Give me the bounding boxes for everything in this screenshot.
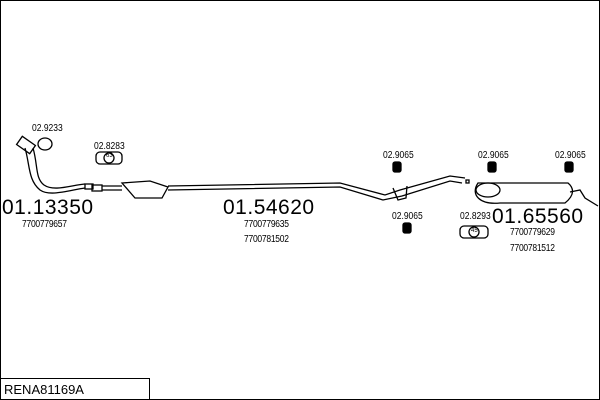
part-number: 01.65560: [492, 205, 584, 228]
clamp-icon: [95, 151, 123, 165]
rear-clamp-icon: [459, 225, 489, 239]
part-number: 01.13350: [2, 196, 94, 219]
diagram-code: RENA81169A: [0, 378, 150, 399]
gasket-icon: [37, 137, 53, 151]
hanger-icons: [392, 161, 574, 234]
part-ref: 7700781502: [244, 234, 289, 245]
hanger-2-number: 02.9065: [478, 150, 509, 161]
rear-silencer: [465, 179, 599, 207]
middle-pipe: [91, 175, 466, 201]
clamp-rear-size: 45: [471, 228, 478, 234]
part-number: 01.54620: [223, 196, 315, 219]
part-ref: 7700779657: [22, 219, 67, 230]
part-ref: 7700781512: [510, 243, 555, 254]
front-pipe: [15, 135, 94, 194]
part-ref: 7700779635: [244, 219, 289, 230]
clamp-front-size: 63: [106, 153, 113, 159]
part-ref: 7700779629: [510, 227, 555, 238]
hanger-1-number: 02.9065: [383, 150, 414, 161]
hanger-4-number: 02.9065: [392, 211, 423, 222]
clamp-front-number: 02.8283: [94, 141, 125, 152]
hanger-3-number: 02.9065: [555, 150, 586, 161]
clamp-rear-number: 02.8293: [460, 211, 491, 222]
gasket-number: 02.9233: [32, 123, 63, 134]
